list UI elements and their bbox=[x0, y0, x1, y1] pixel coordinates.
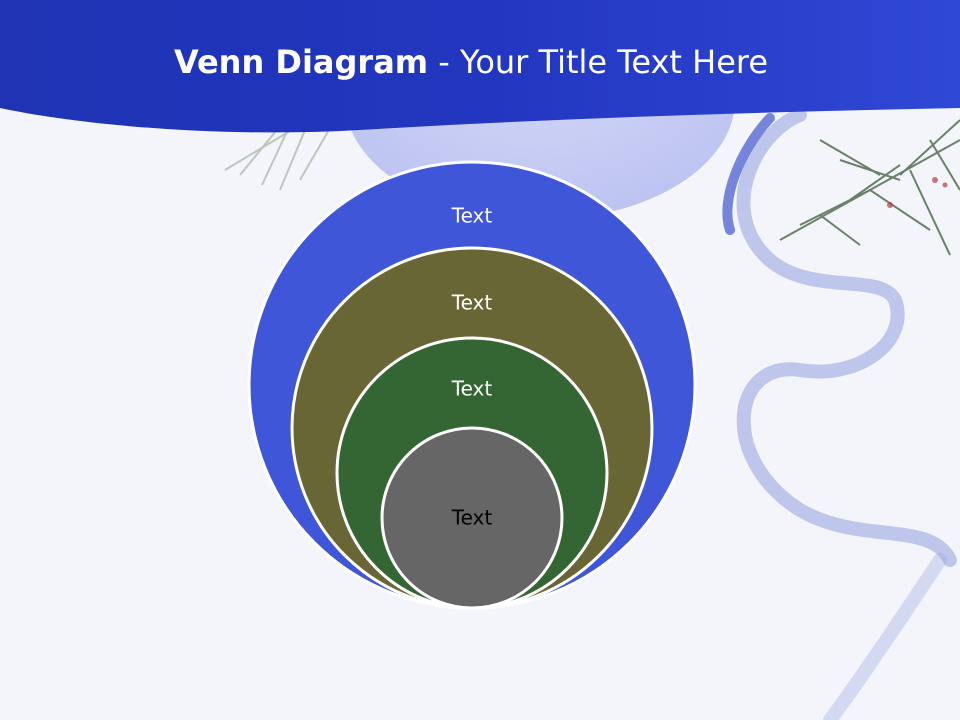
pine-needles-left bbox=[224, 119, 331, 191]
venn-circle-inner bbox=[380, 426, 564, 610]
slide-title: Venn Diagram - Your Title Text Here bbox=[0, 38, 942, 86]
venn-label-inner: Text bbox=[451, 506, 493, 530]
venn-label-outer: Text bbox=[451, 204, 493, 228]
title-rest: - Your Title Text Here bbox=[428, 43, 769, 81]
ribbon bbox=[722, 108, 957, 720]
venn-label-third: Text bbox=[451, 377, 493, 401]
title-bold: Venn Diagram bbox=[173, 43, 429, 81]
berries bbox=[887, 177, 948, 208]
venn-label-second: Text bbox=[451, 291, 493, 315]
header-band bbox=[0, 0, 960, 133]
pine-needles-right bbox=[779, 119, 960, 256]
